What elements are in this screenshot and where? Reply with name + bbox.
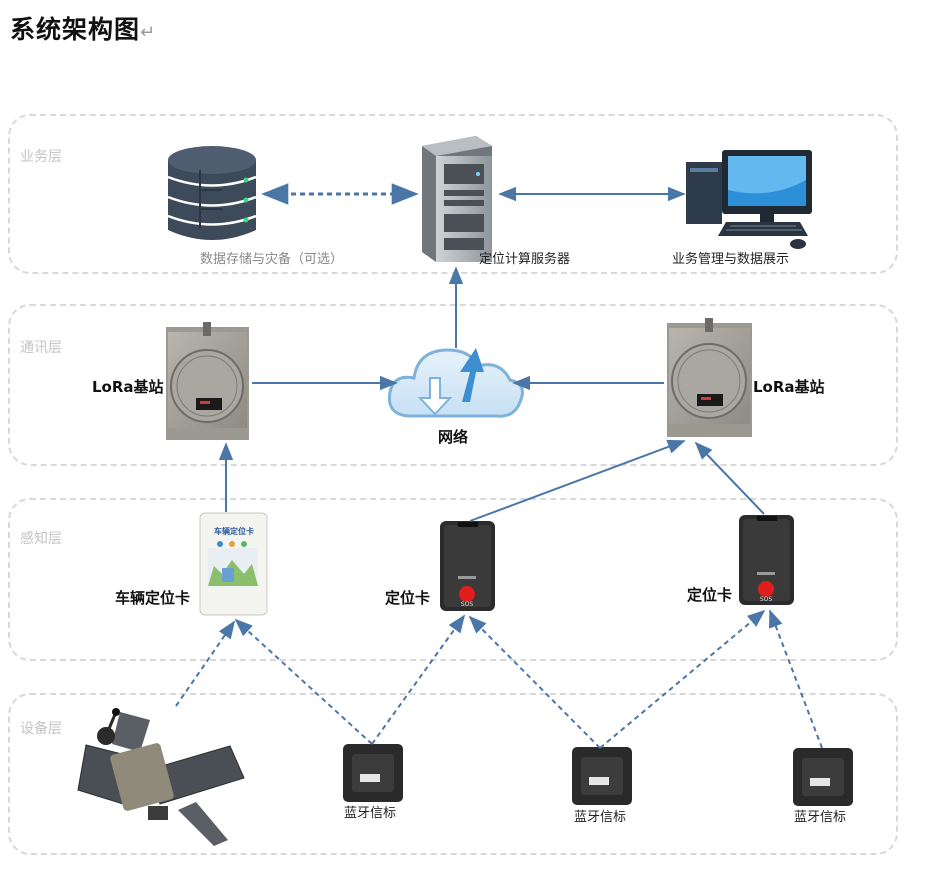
arrow-cardmid-baseright (469, 439, 686, 522)
satellite-icon (77, 708, 245, 846)
arrow-beacon1-vehiclecard (234, 618, 373, 745)
return-mark: ↵ (140, 22, 157, 43)
layer-communication (8, 304, 898, 466)
label-beacon-3: 蓝牙信标 (794, 810, 847, 825)
lora-base-station-left-icon (166, 322, 249, 440)
label-base-left: LoRa基站 (92, 378, 164, 396)
label-network: 网络 (438, 428, 469, 446)
arrow-beacon2-cardright (599, 609, 766, 749)
layer-device (8, 693, 898, 855)
arrow-beacon3-cardright (769, 609, 823, 749)
arrow-beacon1-cardmid (371, 614, 466, 745)
arrow-satellite-vehiclecard (175, 620, 236, 707)
layer-label-perception: 感知层 (20, 531, 62, 547)
beacon-icon-1 (343, 744, 403, 802)
beacon-icon-3 (793, 748, 853, 806)
positioning-card-right-icon (739, 515, 794, 605)
card-right-sos-text: SOS (760, 596, 773, 603)
label-vehicle-card: 车辆定位卡 (115, 589, 191, 607)
label-base-right: LoRa基站 (753, 378, 825, 396)
computer-icon (686, 150, 812, 249)
page-title: 系统架构图↵ (10, 10, 156, 46)
vehicle-card-icon (199, 512, 268, 616)
label-display: 业务管理与数据展示 (672, 252, 790, 267)
layer-label-communication: 通讯层 (20, 340, 62, 356)
label-beacon-2: 蓝牙信标 (574, 810, 627, 825)
layer-perception (8, 498, 898, 661)
label-server: 定位计算服务器 (479, 252, 571, 267)
arrow-beacon2-cardmid (468, 615, 601, 749)
label-beacon-1: 蓝牙信标 (344, 806, 397, 821)
label-storage: 数据存储与灾备（可选） (200, 252, 344, 267)
database-icon (167, 146, 257, 240)
vehicle-card-header-text: 车辆定位卡 (214, 526, 254, 536)
layer-label-business: 业务层 (20, 149, 62, 165)
label-card-right: 定位卡 (687, 586, 733, 604)
beacon-icon-2 (572, 747, 632, 805)
cloud-network-icon (387, 348, 524, 418)
lora-base-station-right-icon (667, 318, 752, 437)
server-icon (422, 136, 492, 262)
layer-label-device: 设备层 (20, 721, 62, 737)
positioning-card-mid-icon (440, 521, 495, 611)
card-mid-sos-text: SOS (461, 601, 474, 608)
label-card-mid: 定位卡 (385, 589, 431, 607)
page-title-text: 系统架构图 (10, 15, 141, 44)
arrow-cardright-baseright (694, 441, 765, 515)
